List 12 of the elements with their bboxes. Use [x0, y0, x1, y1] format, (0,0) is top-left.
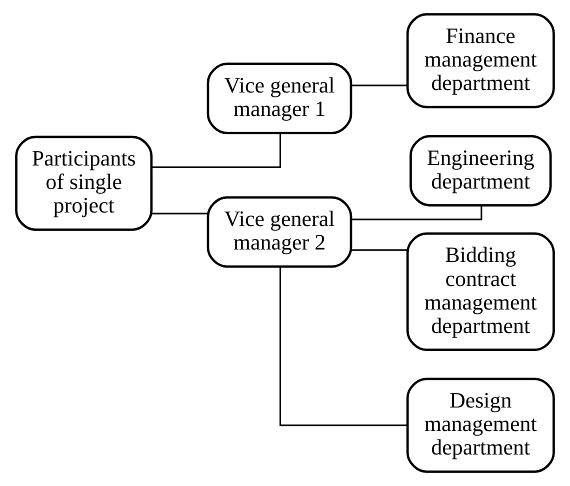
- node-box: Bidding contract management department: [406, 232, 555, 352]
- connector: [352, 249, 408, 251]
- connector: [352, 84, 408, 86]
- node-box: Design management department: [406, 378, 555, 473]
- connector: [280, 267, 408, 426]
- node-box: Finance management department: [406, 13, 555, 108]
- node-box: Participants of single project: [15, 136, 153, 231]
- node-box: Vice general manager 2: [206, 196, 352, 268]
- connector: [151, 133, 282, 168]
- connector: [152, 212, 208, 214]
- node-box: Vice general manager 1: [206, 62, 352, 134]
- node-box: Engineering department: [410, 134, 552, 206]
